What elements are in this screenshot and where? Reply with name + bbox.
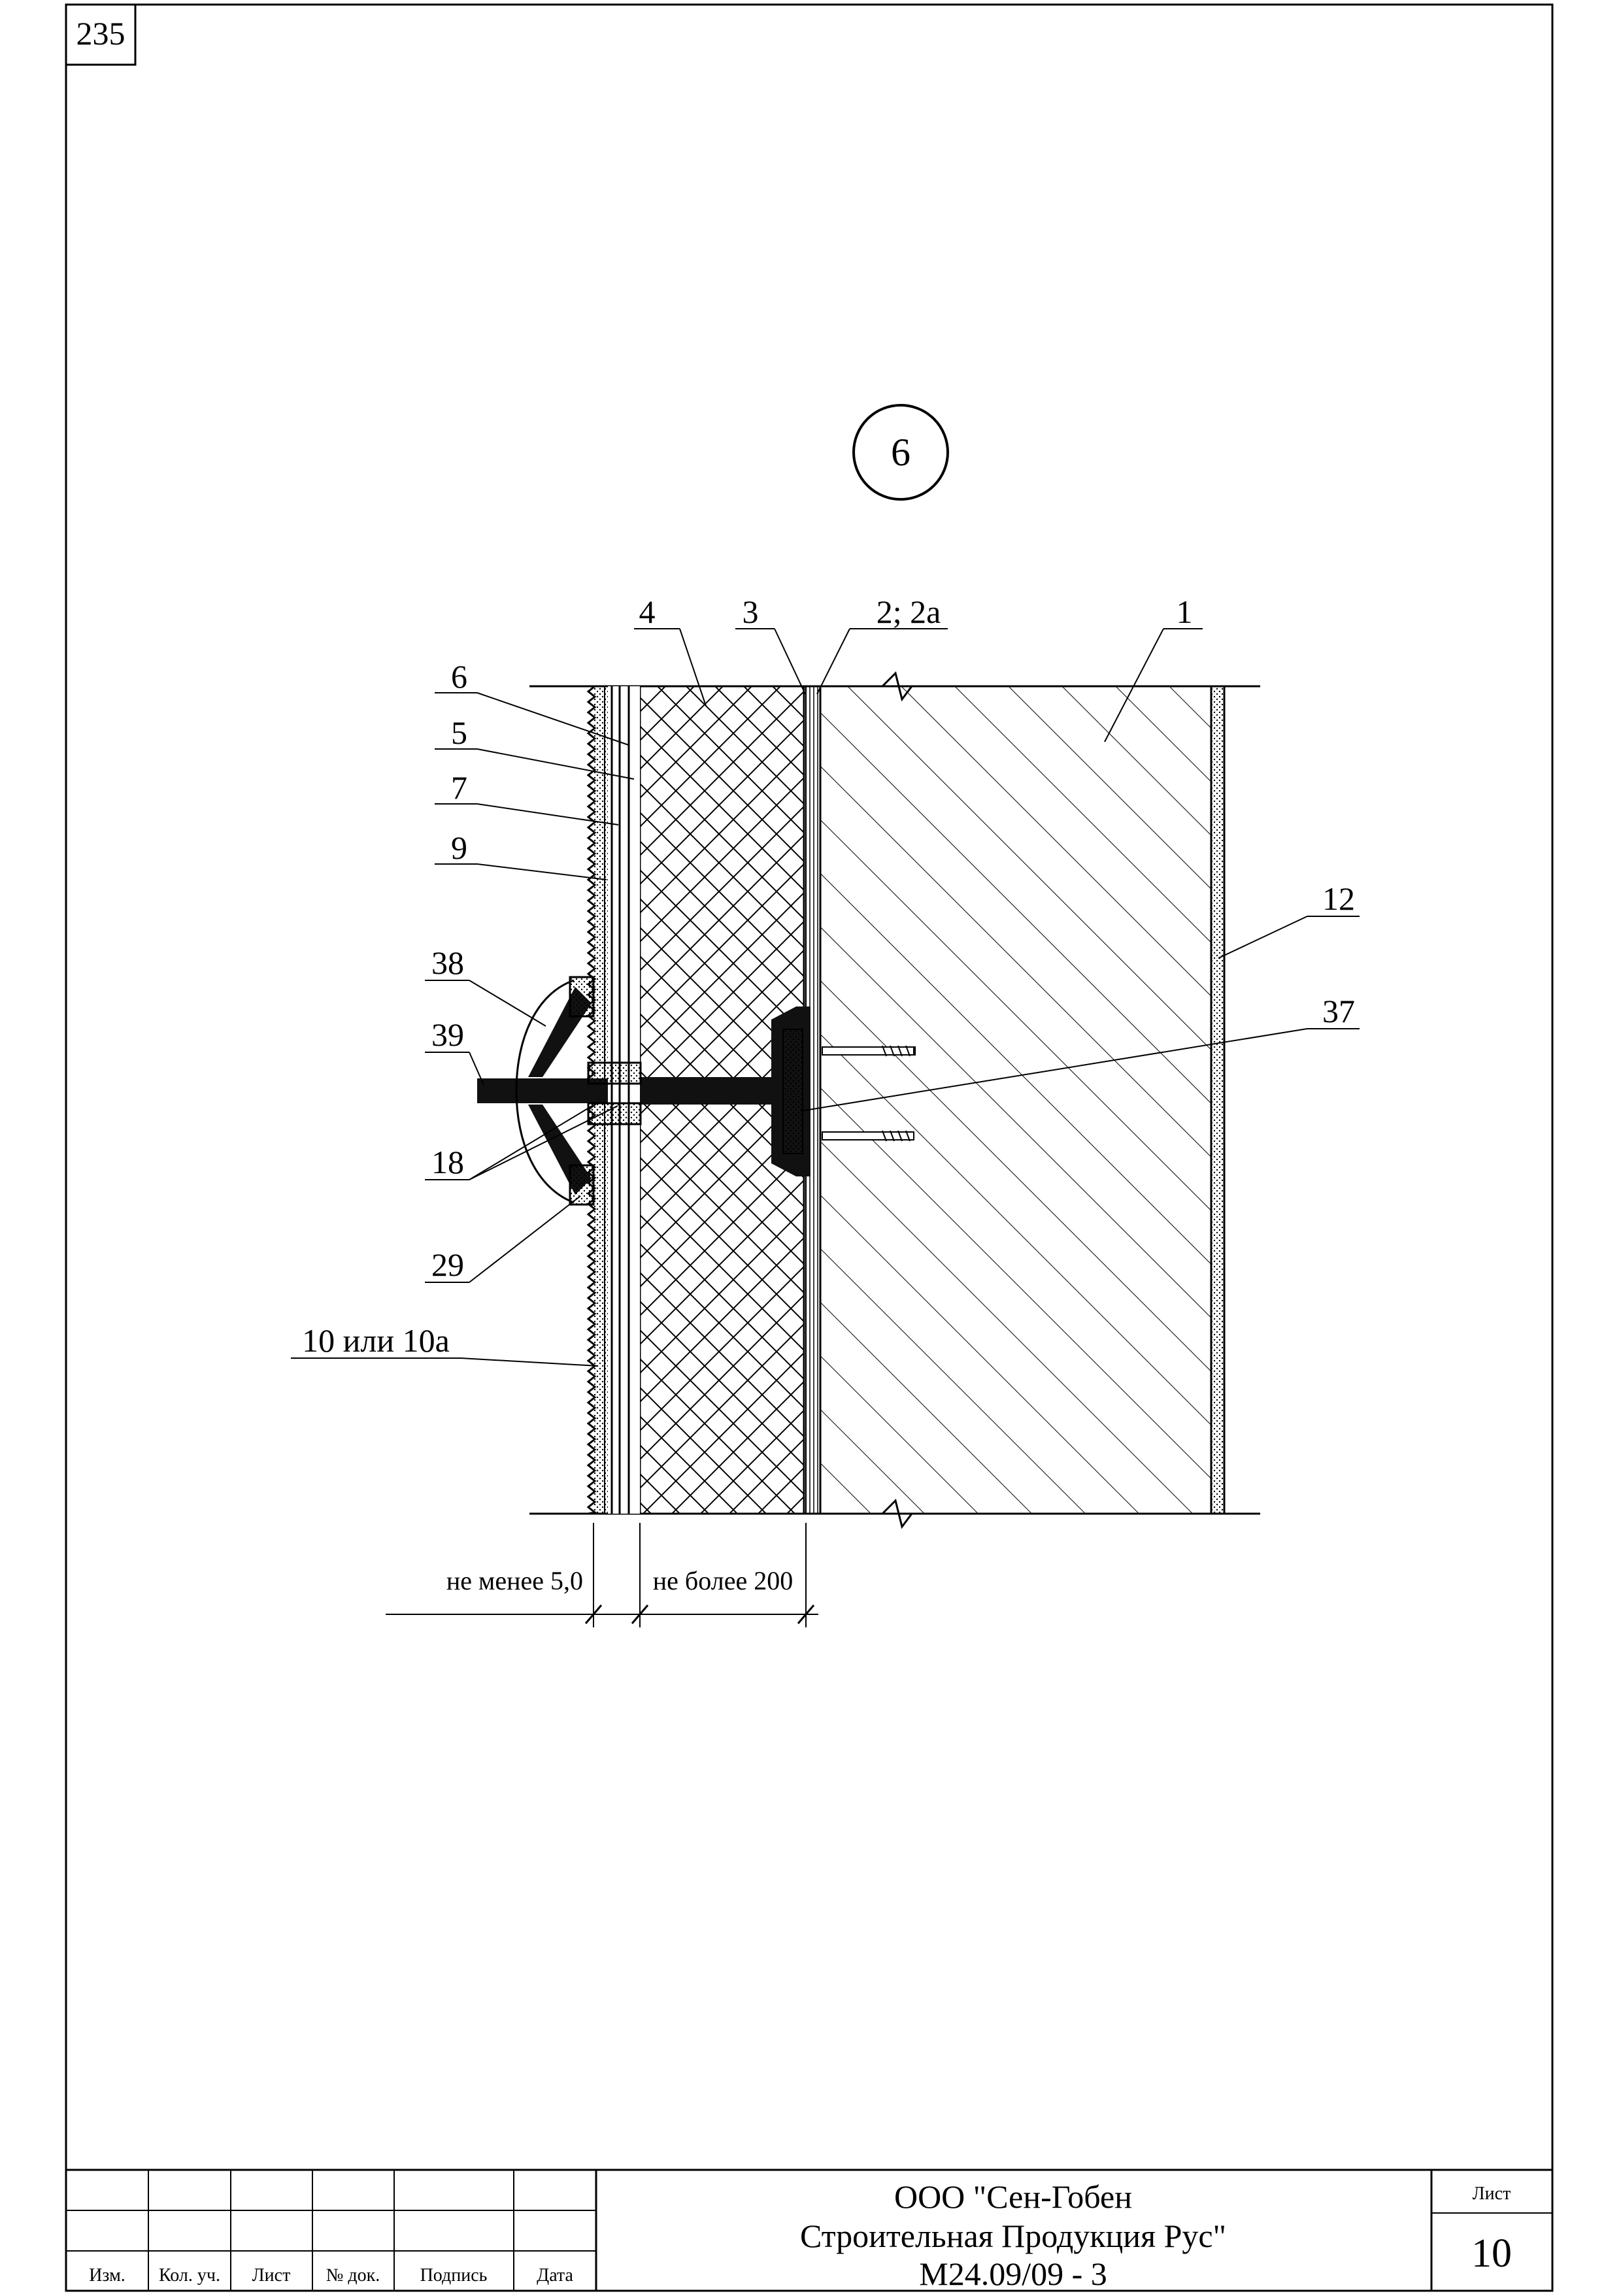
- callout-12: 12: [1322, 880, 1355, 917]
- inner-plaster: [1211, 686, 1225, 1514]
- callout-7: 7: [451, 769, 467, 806]
- tb-header-no-dok: № док.: [326, 2265, 380, 2286]
- page-number-box: 235: [65, 3, 137, 66]
- anchor-assembly: [640, 1007, 916, 1176]
- callout-10-10a: 10 или 10а: [302, 1322, 450, 1359]
- callout-39: 39: [431, 1016, 464, 1053]
- callout-9: 9: [451, 829, 467, 866]
- callout-6: 6: [451, 658, 467, 695]
- detail-marker: 6: [852, 404, 949, 501]
- tb-sheet-number: 10: [1471, 2231, 1512, 2276]
- fixing-element: [477, 976, 642, 1206]
- tb-organization-1: ООО "Сен-Гобен: [894, 2178, 1132, 2215]
- wall-section: [477, 671, 1260, 1529]
- detail-number: 6: [891, 431, 911, 474]
- dim-max-thickness: не более 200: [653, 1566, 793, 1595]
- base-wall: [819, 685, 1212, 1515]
- callout-3: 3: [743, 593, 759, 630]
- callout-1: 1: [1177, 593, 1193, 630]
- dimensions: не менее 5,0 не более 200: [386, 1523, 818, 1627]
- tb-header-list: Лист: [252, 2265, 291, 2286]
- tb-sheet-label: Лист: [1473, 2184, 1511, 2204]
- callout-37: 37: [1322, 993, 1355, 1029]
- tb-header-podpis: Подпись: [420, 2265, 488, 2286]
- tb-header-kol-uch: Кол. уч.: [159, 2265, 220, 2286]
- callout-18: 18: [431, 1144, 464, 1180]
- callout-2-2a: 2; 2а: [877, 593, 941, 630]
- title-block: Изм. Кол. уч. Лист № док. Подпись Дата О…: [65, 2169, 1554, 2292]
- tb-header-data: Дата: [537, 2265, 573, 2286]
- tb-document-code: М24.09/09 - 3: [919, 2255, 1107, 2292]
- callout-5: 5: [451, 714, 467, 751]
- dim-min-thickness: не менее 5,0: [446, 1566, 583, 1595]
- callout-38: 38: [431, 944, 464, 981]
- callouts: 4 3 2; 2а 1 6 5 7 9 12 37: [291, 593, 1360, 1367]
- callout-29: 29: [431, 1246, 464, 1283]
- page-number: 235: [76, 15, 125, 52]
- callout-4: 4: [639, 593, 656, 630]
- tb-header-izm: Изм.: [89, 2265, 125, 2286]
- tb-organization-2: Строительная Продукция Рус": [800, 2218, 1226, 2254]
